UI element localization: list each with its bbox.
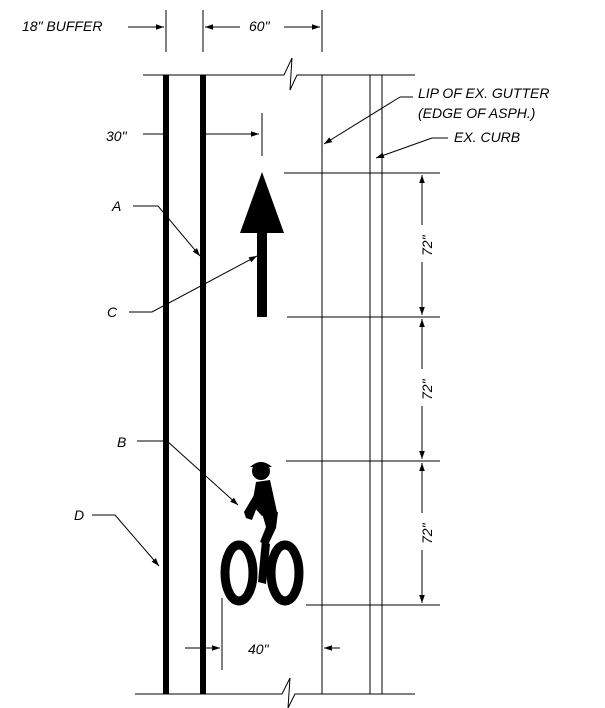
seg2-dimension-label: 72" [419,378,435,400]
lane-width-dimension-label: 60" [249,18,271,34]
callout-b-label: B [117,434,126,450]
callout-c-label: C [107,304,118,320]
seg1-dimension-label: 72" [419,234,435,256]
seg3-dimension-label: 72" [419,522,435,544]
top-break-line [143,57,415,91]
callout-b-leader [137,440,239,506]
arrow-offset-dimension-label: 30" [106,128,128,144]
callout-c-leader [129,255,258,313]
top-dimensions: 18" BUFFER 60" [22,10,323,52]
arrow-icon [240,172,284,317]
callout-d-label: D [74,507,84,523]
bottom-break-line [135,677,415,708]
gutter-lip-leader [323,96,401,145]
vertical-dimensions: 72" 72" 72" [284,172,440,606]
gutter-lip-label-line2: (EDGE OF ASPH.) [418,105,535,121]
curb-leader [375,137,433,159]
callout-a-leader [133,205,201,257]
curb-label: EX. CURB [454,129,520,145]
gutter-lip-label-line1: LIP OF EX. GUTTER [418,85,549,101]
buffer-dimension-label: 18" BUFFER [22,18,102,34]
callout-d-leader [92,514,160,567]
symbol-offset-dimension: 40" [185,598,340,670]
bicyclist-icon [220,462,304,606]
callout-a-label: A [111,198,121,214]
symbol-offset-dimension-label: 40" [248,641,270,657]
